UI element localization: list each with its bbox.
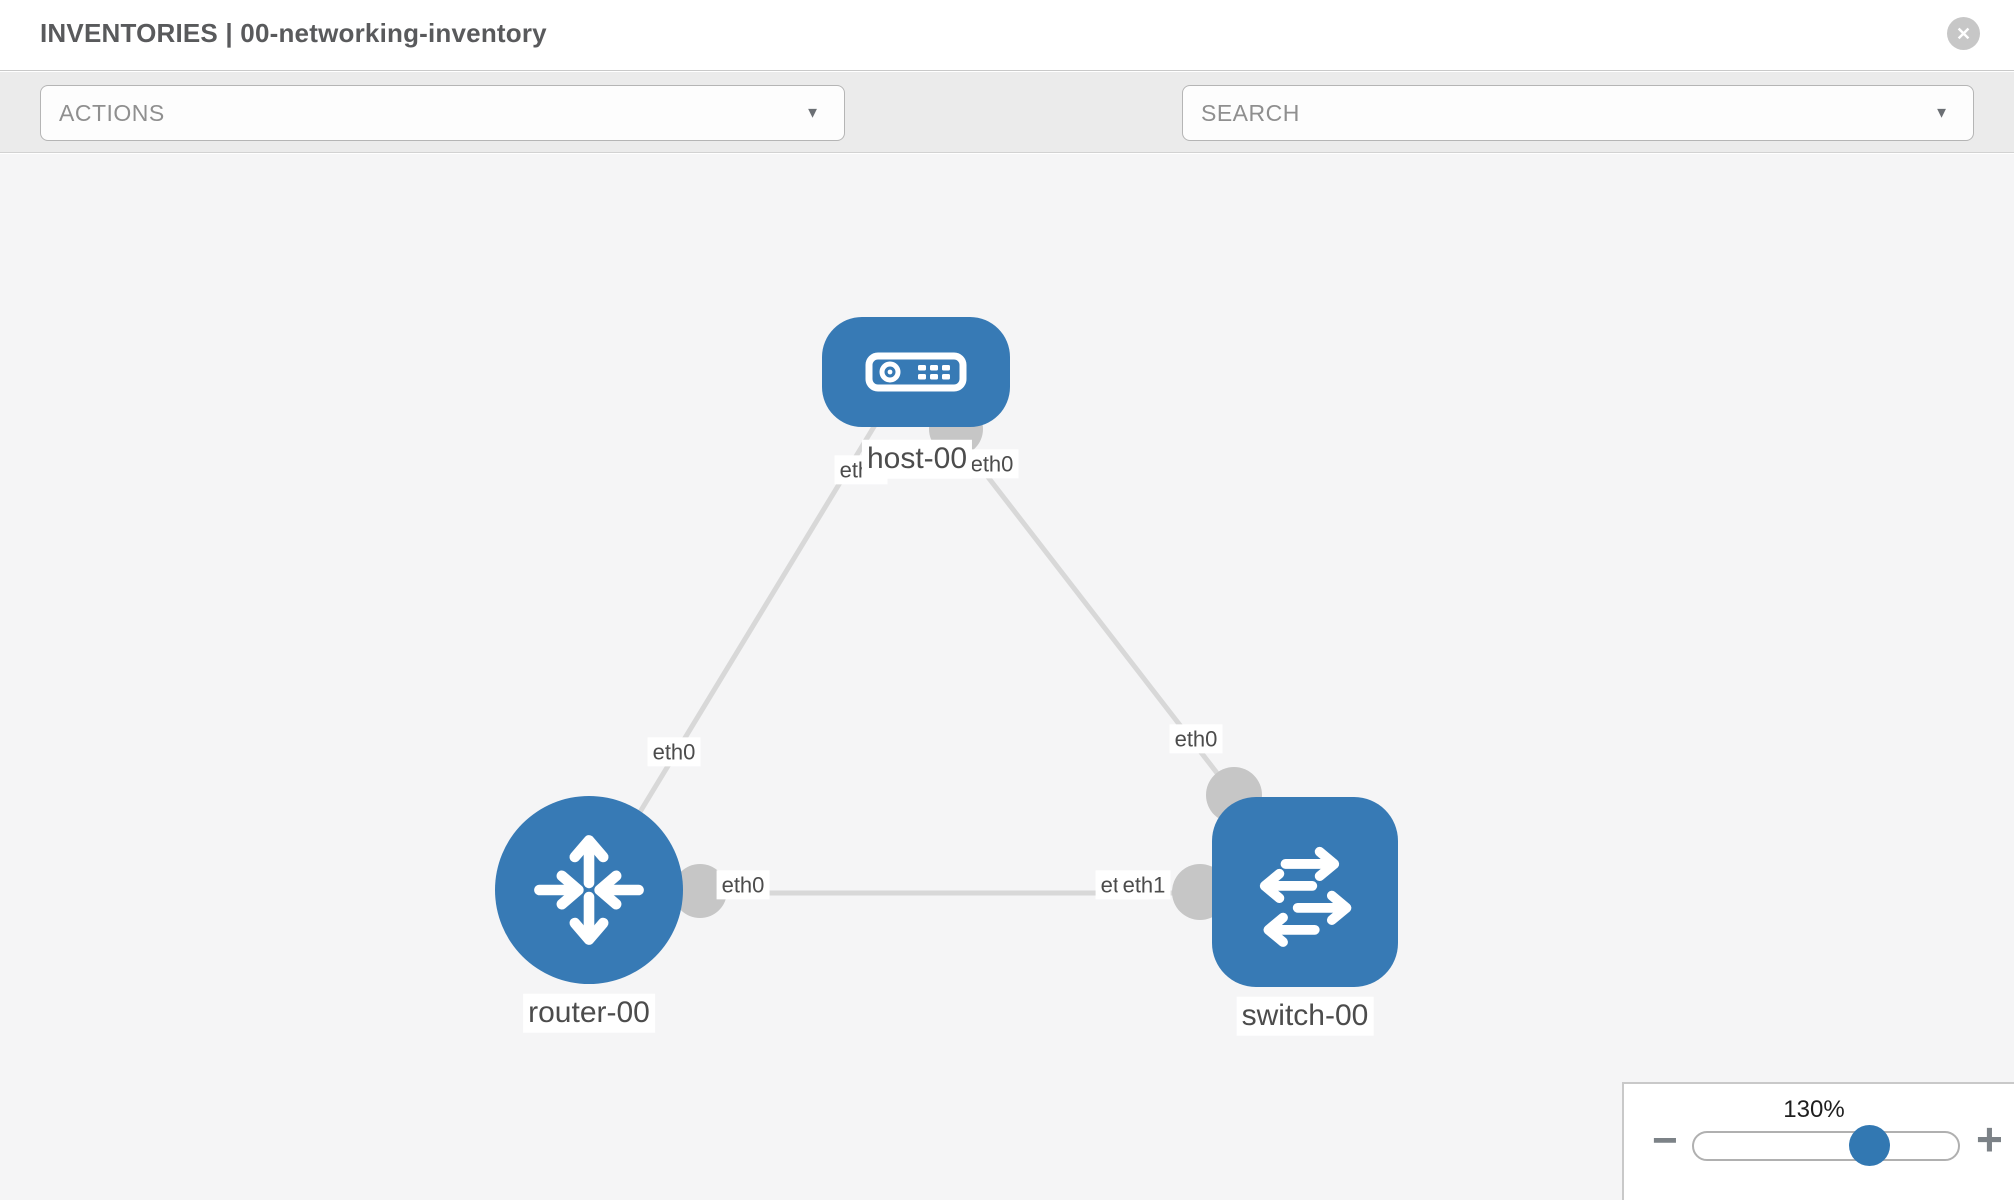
host-icon <box>865 352 967 392</box>
actions-dropdown[interactable]: ACTIONS ▼ <box>40 85 845 141</box>
interface-label: eth0 <box>965 449 1019 479</box>
page-title: INVENTORIES | 00-networking-inventory <box>40 18 547 48</box>
search-placeholder: SEARCH <box>1201 99 1300 126</box>
zoom-out-button[interactable]: − <box>1652 1116 1678 1165</box>
node-label-router: router-00 <box>523 993 655 1033</box>
interface-label: eth1 <box>1117 870 1171 900</box>
node-label-host: host-00 <box>861 439 973 479</box>
node-router-00[interactable] <box>495 796 683 984</box>
zoom-level-value: 130% <box>1783 1096 1845 1123</box>
node-host-00[interactable] <box>822 317 1010 427</box>
interface-label: eth0 <box>716 870 770 900</box>
toolbar: ACTIONS ▼ SEARCH ▼ <box>0 72 2014 203</box>
link-lines <box>637 423 1236 896</box>
interface-label: eth0 <box>647 737 701 767</box>
links-layer <box>637 402 1262 920</box>
port-circles <box>673 402 1262 920</box>
zoom-slider-knob[interactable] <box>1849 1125 1890 1166</box>
chevron-down-icon: ▼ <box>1934 104 1949 122</box>
node-label-switch: switch-00 <box>1236 996 1374 1036</box>
node-switch-00[interactable] <box>1212 797 1398 987</box>
panel-header: INVENTORIES | 00-networking-inventory ✕ <box>0 0 2014 71</box>
topology-canvas[interactable]: eth0 host-00 eth0 eth0 eth0 eth0 eth0 et… <box>0 154 2014 1200</box>
zoom-control-panel: 130% − + <box>1622 1082 2014 1200</box>
zoom-slider-track[interactable] <box>1692 1131 1960 1161</box>
search-dropdown[interactable]: SEARCH ▼ <box>1182 85 1974 141</box>
actions-dropdown-label: ACTIONS <box>59 99 165 126</box>
router-icon <box>534 835 644 945</box>
switch-icon <box>1259 846 1352 947</box>
chevron-down-icon: ▼ <box>805 104 820 122</box>
close-button[interactable]: ✕ <box>1947 17 1980 50</box>
interface-label: eth0 <box>1169 724 1223 754</box>
close-icon: ✕ <box>1955 23 1972 44</box>
zoom-in-button[interactable]: + <box>1976 1113 2003 1165</box>
